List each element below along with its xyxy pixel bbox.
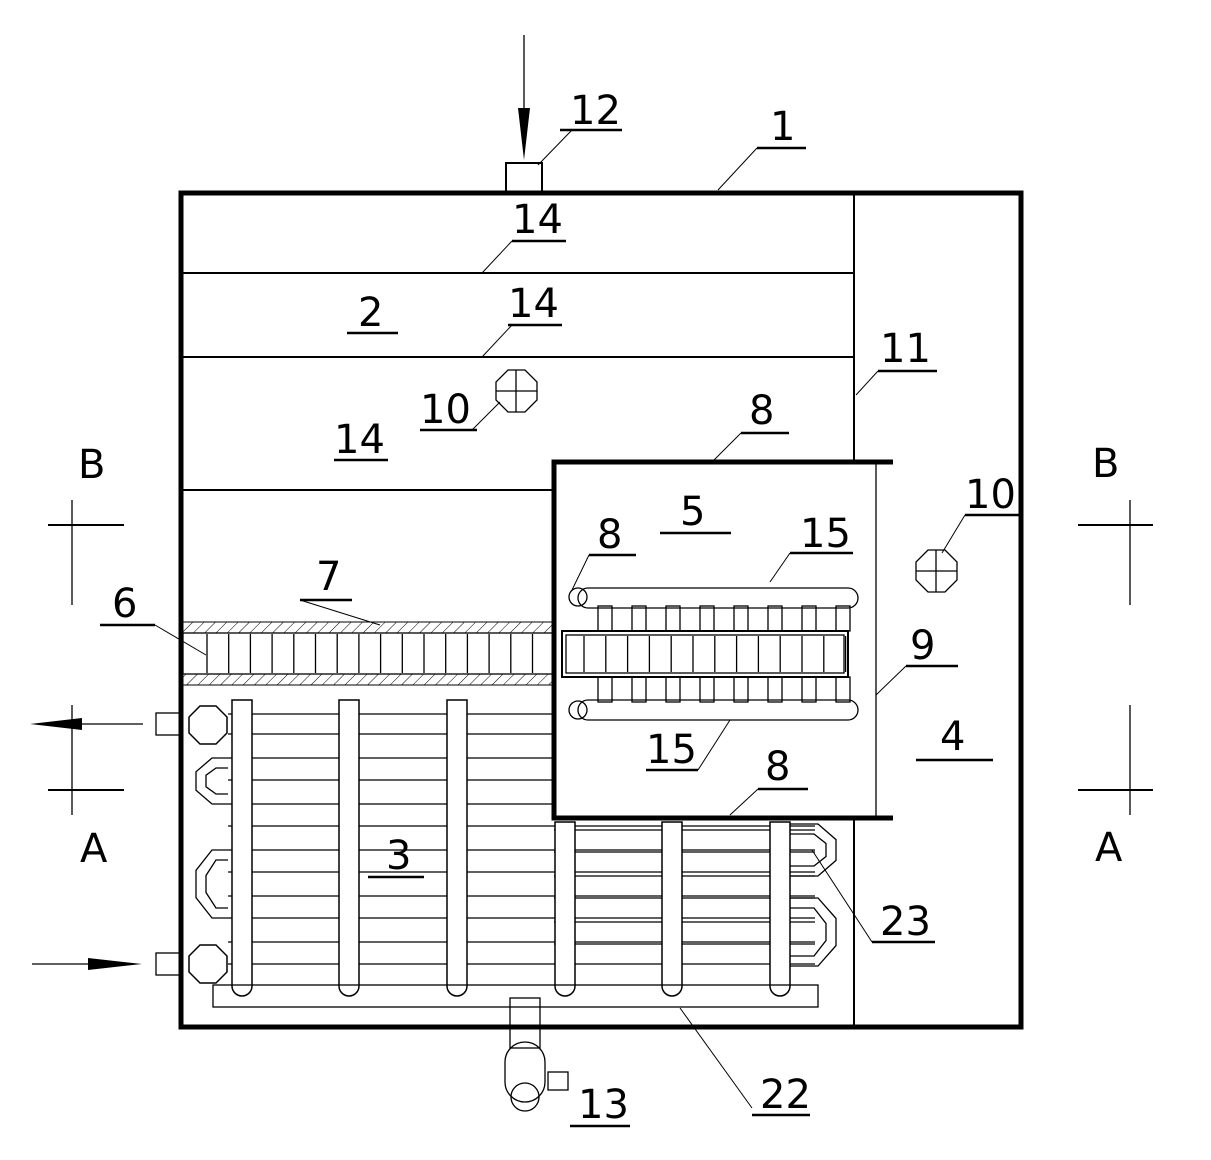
coil-riser bbox=[446, 699, 468, 997]
label-b-right: B bbox=[1092, 441, 1119, 487]
element-bed-6-cells bbox=[206, 634, 534, 673]
coil-riser bbox=[661, 821, 683, 997]
tube-tab-lower bbox=[597, 676, 613, 703]
tube-tab-upper bbox=[597, 605, 613, 632]
section-mark-a-left bbox=[48, 705, 124, 815]
housing-outer-wall bbox=[178, 190, 1024, 1030]
label-4: 4 bbox=[940, 714, 965, 760]
label-15-top: 15 bbox=[800, 511, 851, 557]
inlet-arrow-lower-head bbox=[88, 958, 142, 970]
tube-tab-lower bbox=[631, 676, 647, 703]
label-6: 6 bbox=[112, 581, 137, 627]
valve-10-upper bbox=[495, 369, 538, 413]
label-5: 5 bbox=[680, 489, 705, 535]
tube-tab-lower bbox=[835, 676, 851, 703]
label-15-bottom: 15 bbox=[646, 727, 697, 773]
tube-15-lower-end bbox=[568, 700, 588, 720]
label-14-top: 14 bbox=[512, 197, 563, 243]
callout-labels: 12 1 14 2 14 11 10 8 14 B B 10 5 8 15 7 … bbox=[78, 88, 1123, 1128]
tube-tab-upper bbox=[699, 605, 715, 632]
hatched-plate-7-top bbox=[182, 621, 555, 634]
section-mark-b-left bbox=[48, 500, 124, 605]
tube-tab-upper bbox=[801, 605, 817, 632]
element-bed-6 bbox=[182, 632, 555, 675]
tube-tab-lower bbox=[699, 676, 715, 703]
tube-tab-upper bbox=[835, 605, 851, 632]
tube-tab-upper bbox=[665, 605, 681, 632]
coil-u-bend-right bbox=[790, 897, 837, 967]
label-b-left: B bbox=[78, 442, 105, 488]
chamber-5-element-row-inner bbox=[565, 634, 845, 674]
outlet-nozzle-upper bbox=[155, 705, 228, 745]
label-10-upper: 10 bbox=[420, 387, 471, 433]
tube-15-lower bbox=[577, 699, 859, 721]
tube-tab-lower bbox=[665, 676, 681, 703]
label-11: 11 bbox=[880, 326, 931, 372]
label-8-top: 8 bbox=[749, 388, 774, 434]
coil-riser bbox=[338, 699, 360, 997]
label-8-inner: 8 bbox=[597, 512, 622, 558]
label-22: 22 bbox=[760, 1072, 811, 1118]
coil-riser bbox=[769, 821, 791, 997]
leader-lines bbox=[154, 129, 966, 1109]
tube-15-upper-end bbox=[568, 587, 588, 607]
coil-u-bend-right-inner bbox=[790, 833, 827, 867]
drain-13 bbox=[504, 997, 569, 1112]
label-2: 2 bbox=[358, 290, 383, 336]
label-14-middle: 14 bbox=[508, 281, 559, 327]
heat-exchanger-coil-3-tubes bbox=[228, 713, 815, 965]
coil-riser bbox=[231, 699, 253, 997]
heat-exchanger-coil-3-bends bbox=[195, 757, 837, 967]
tube-tab-upper bbox=[733, 605, 749, 632]
tube-15-upper bbox=[577, 587, 859, 609]
label-1: 1 bbox=[770, 104, 795, 150]
coil-risers bbox=[231, 699, 791, 997]
inlet-nozzle-lower bbox=[155, 944, 228, 984]
tube-tab-lower bbox=[767, 676, 783, 703]
label-10-right: 10 bbox=[965, 472, 1016, 518]
tube-15-tabs bbox=[597, 605, 851, 703]
coil-u-bend-left-inner bbox=[205, 859, 228, 909]
inlet-arrow-head bbox=[518, 108, 530, 160]
coil-u-bend-left bbox=[195, 849, 228, 919]
coil-u-bend-right bbox=[790, 823, 837, 877]
chamber-5-element-row bbox=[561, 630, 849, 678]
section-mark-b-right bbox=[1078, 500, 1153, 605]
label-a-right: A bbox=[1095, 825, 1123, 871]
label-7: 7 bbox=[316, 554, 341, 600]
hatched-plate-7-bottom bbox=[182, 673, 555, 686]
label-13: 13 bbox=[578, 1082, 629, 1128]
label-14-lower: 14 bbox=[334, 417, 385, 463]
coil-u-bend-right-inner bbox=[790, 907, 827, 957]
collector-22 bbox=[212, 984, 819, 1008]
label-8-bottom: 8 bbox=[765, 744, 790, 790]
label-9: 9 bbox=[910, 623, 935, 669]
label-23: 23 bbox=[880, 899, 931, 945]
inlet-nozzle-12 bbox=[505, 162, 543, 194]
coil-riser bbox=[554, 821, 576, 997]
label-12: 12 bbox=[570, 88, 621, 134]
outlet-arrow-head bbox=[30, 718, 82, 730]
coil-u-bend-left bbox=[195, 757, 228, 805]
section-mark-a-right bbox=[1078, 705, 1153, 815]
chamber-5-element-cells bbox=[583, 636, 847, 672]
tube-tab-lower bbox=[801, 676, 817, 703]
tube-tab-lower bbox=[733, 676, 749, 703]
tube-tab-upper bbox=[767, 605, 783, 632]
valve-10-right bbox=[915, 549, 958, 593]
label-3: 3 bbox=[386, 833, 411, 879]
label-a-left: A bbox=[80, 826, 108, 872]
coil-u-bend-left-inner bbox=[205, 767, 228, 795]
tube-tab-upper bbox=[631, 605, 647, 632]
